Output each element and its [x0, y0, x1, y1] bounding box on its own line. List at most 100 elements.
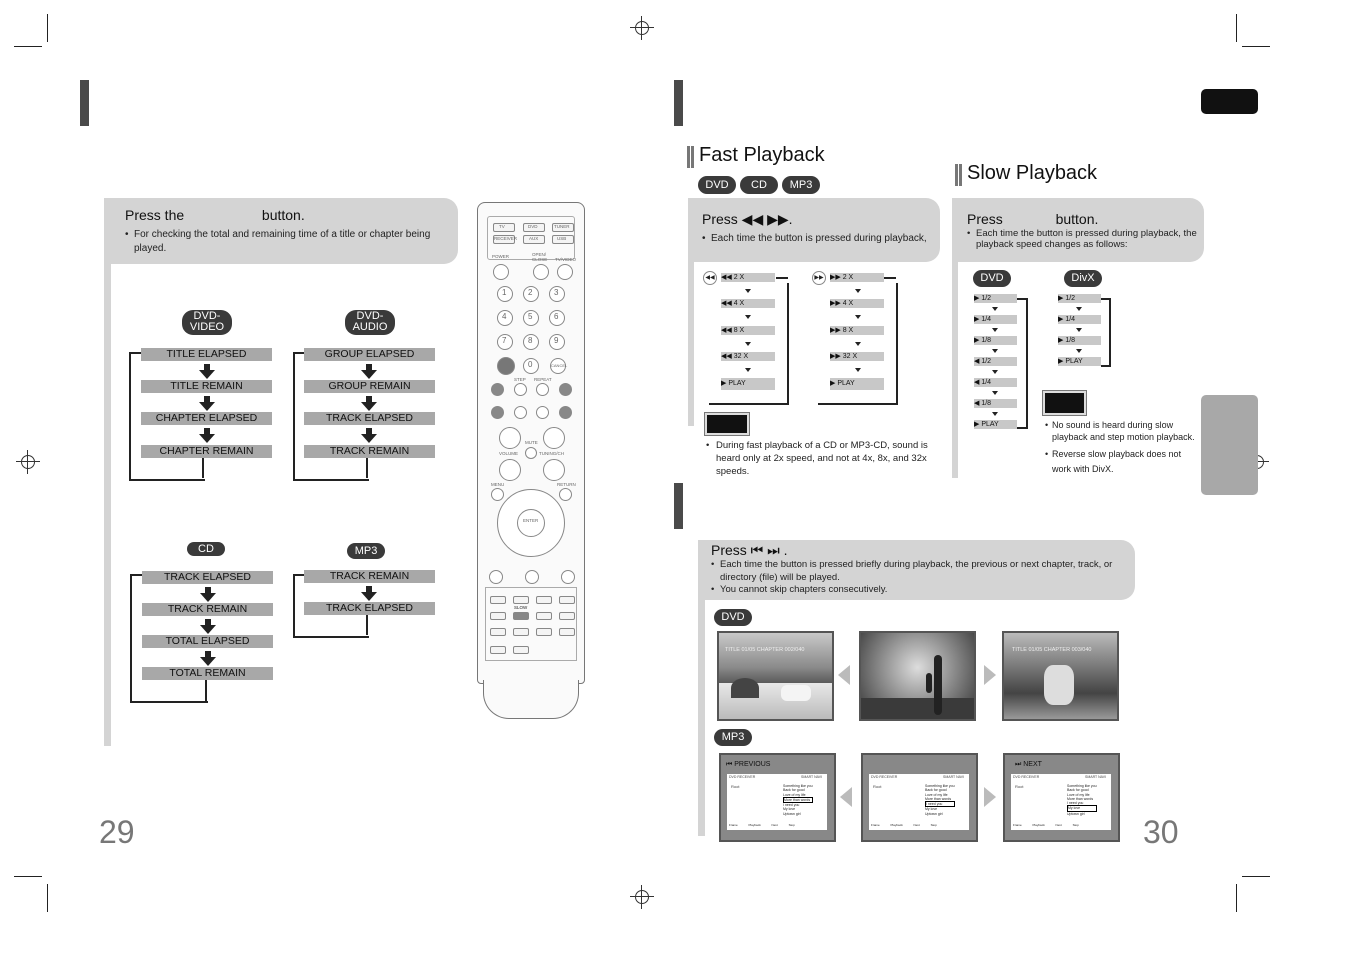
panel-bullet: •Each time the button is pressed during … — [967, 228, 1197, 250]
note-text: •Reverse slow playback does not work wit… — [1045, 449, 1182, 474]
speed-item: ▶ PLAY — [974, 420, 1017, 429]
note-text: •No sound is heard during slow playback … — [1045, 420, 1195, 442]
down-arrow-icon — [992, 412, 998, 416]
down-arrow-icon — [361, 586, 377, 601]
panel-bullet: •You cannot skip chapters consecutively. — [711, 584, 888, 595]
page-number: 30 — [1143, 814, 1179, 850]
registration-mark — [630, 16, 654, 40]
speed-item: ▶▶ 32 X — [830, 352, 884, 361]
speed-item: ◀ 1/2 — [974, 357, 1017, 366]
osd-text: TITLE 01/05 CHAPTER 003/040 — [1012, 647, 1092, 653]
speed-item: ▶▶ 8 X — [830, 326, 884, 335]
crop-mark — [47, 14, 48, 42]
remote-control: TV DVD TUNER RECEIVER AUX USB POWER OPEN… — [477, 202, 585, 722]
fast-playback-title: Fast Playback — [687, 144, 825, 168]
flow-item: TOTAL ELAPSED — [142, 635, 273, 648]
badge-mp3: MP3 — [347, 543, 385, 559]
note-text: •During fast playback of a CD or MP3-CD,… — [706, 440, 928, 477]
note-icon — [1042, 390, 1087, 416]
speed-item: ▶ PLAY — [721, 378, 775, 390]
registration-mark — [630, 885, 654, 909]
speed-item: ▶ 1/2 — [974, 294, 1017, 303]
mp3-screen-next: ⏭ NEXT DVD RECEIVER SMART NAVI Root Some… — [1003, 753, 1120, 842]
mp3-screen-previous: ⏮ PREVIOUS DVD RECEIVER SMART NAVI Root … — [719, 753, 836, 842]
down-arrow-icon — [199, 364, 215, 379]
section-bar — [80, 80, 89, 126]
speed-item: ◀◀ 8 X — [721, 326, 775, 335]
registration-mark — [16, 450, 40, 474]
speed-item: ▶▶ 2 X — [830, 273, 884, 282]
fast-forward-icon: ▶▶ — [812, 271, 826, 285]
crop-mark — [1236, 884, 1237, 912]
speed-item: ▶ 1/4 — [1058, 315, 1101, 324]
note-icon — [704, 412, 750, 436]
down-arrow-icon — [361, 396, 377, 411]
panel-bullet: •For checking the total and remaining ti… — [125, 229, 431, 254]
flow-item: TRACK ELAPSED — [304, 602, 435, 615]
waterfall-thumbnail: TITLE 01/05 CHAPTER 003/040 — [1002, 631, 1119, 721]
left-arrow-icon — [840, 787, 852, 807]
crop-mark — [14, 46, 42, 47]
crop-mark — [1236, 14, 1237, 42]
cycle-line — [709, 283, 789, 405]
info-panel: Press the button. •For checking the tota… — [104, 198, 458, 264]
down-arrow-icon — [855, 289, 861, 293]
mp3-screen-current: DVD RECEIVER SMART NAVI Root Something l… — [861, 753, 978, 842]
info-panel: Press ⏮ ⏭ . •Each time the button is pre… — [698, 540, 1135, 600]
down-arrow-icon — [855, 368, 861, 372]
panel-heading: Press ◀◀ ▶▶. — [702, 211, 793, 227]
speed-item: ▶ 1/2 — [1058, 294, 1101, 303]
cycle-line — [1101, 298, 1111, 367]
speed-item: ▶ 1/8 — [974, 336, 1017, 345]
side-bar — [698, 540, 705, 836]
right-arrow-icon — [984, 665, 996, 685]
badge-dvd: DVD — [698, 176, 736, 194]
flow-item: TRACK REMAIN — [304, 570, 435, 583]
info-panel: Press ◀◀ ▶▶. •Each time the button is pr… — [688, 198, 940, 262]
down-arrow-icon — [855, 342, 861, 346]
page-number: 29 — [99, 814, 135, 850]
speed-item: ◀ 1/4 — [974, 378, 1017, 387]
flow-item: TOTAL REMAIN — [142, 667, 273, 680]
panel-heading: Press the button. — [125, 207, 305, 223]
down-arrow-icon — [992, 307, 998, 311]
down-arrow-icon — [361, 428, 377, 443]
beach-thumbnail: TITLE 01/05 CHAPTER 002/040 — [717, 631, 834, 721]
info-panel: Press button. •Each time the button is p… — [952, 198, 1204, 262]
next-label: ⏭ NEXT — [1015, 761, 1042, 768]
flow-item: TRACK REMAIN — [304, 445, 435, 458]
badge-dvd-video: DVD-VIDEO — [182, 310, 232, 335]
down-arrow-icon — [200, 587, 216, 602]
down-arrow-icon — [992, 328, 998, 332]
heading-post: button. — [261, 207, 305, 223]
down-arrow-icon — [992, 370, 998, 374]
rewind-icon: ◀◀ — [703, 271, 717, 285]
speed-item: ◀◀ 32 X — [721, 352, 775, 361]
section-bar — [674, 80, 683, 126]
speed-item: ▶ PLAY — [830, 378, 884, 390]
heading-pre: Press the — [125, 207, 185, 223]
crop-mark — [14, 876, 42, 877]
down-arrow-icon — [1076, 349, 1082, 353]
side-bar — [104, 198, 111, 746]
down-arrow-icon — [855, 315, 861, 319]
right-arrow-icon — [984, 787, 996, 807]
panel-heading: Press ⏮ ⏭ . — [711, 542, 788, 558]
crop-mark — [1242, 46, 1270, 47]
side-bar — [688, 198, 694, 426]
cycle-line — [818, 283, 898, 405]
flow-item: TITLE REMAIN — [141, 380, 272, 393]
speed-item: ▶ PLAY — [1058, 357, 1101, 366]
speed-item: ▶ 1/8 — [1058, 336, 1101, 345]
section-bar — [674, 483, 683, 529]
down-arrow-icon — [1076, 328, 1082, 332]
down-arrow-icon — [361, 364, 377, 379]
down-arrow-icon — [745, 368, 751, 372]
down-arrow-icon — [745, 342, 751, 346]
speed-item: ◀ 1/8 — [974, 399, 1017, 408]
flow-item: TITLE ELAPSED — [141, 348, 272, 361]
down-arrow-icon — [745, 315, 751, 319]
badge-cd: CD — [740, 176, 778, 194]
down-arrow-icon — [200, 651, 216, 666]
speed-item: ◀◀ 2 X — [721, 273, 775, 282]
